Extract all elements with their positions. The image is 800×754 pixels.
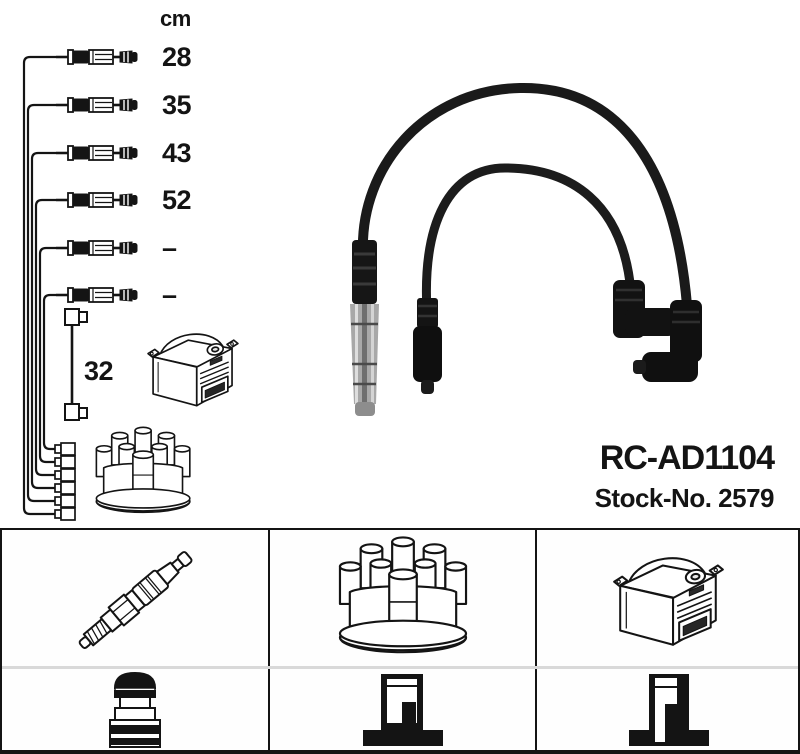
- cable-length-label: 43: [162, 137, 192, 168]
- component-legend-grid: [0, 528, 800, 754]
- distributor-terminals: [54, 442, 76, 521]
- cable-set-photo: [350, 82, 702, 416]
- cable-icons: [54, 48, 139, 304]
- legend-cell-din-connector-variant: [537, 669, 800, 750]
- grid-divider-vertical-1: [268, 530, 270, 750]
- product-code: RC-AD1104: [599, 439, 775, 477]
- terminal-nut-icon: [109, 671, 161, 748]
- legend-cell-terminal-nut: [2, 669, 268, 750]
- legend-cell-spark-plug: [2, 530, 268, 666]
- ignition-cable-outer: [357, 82, 692, 310]
- cable-length-label: –: [162, 279, 177, 310]
- legend-cell-ignition-coil: [537, 530, 800, 666]
- cable-length-label: 35: [162, 89, 192, 120]
- unit-header: cm: [160, 6, 191, 31]
- din-connector-section-icon: [362, 673, 443, 746]
- din-connector-section-variant-icon: [628, 673, 709, 746]
- coil-wire-length-label: 32: [84, 356, 114, 386]
- right-angle-boot-lower: [633, 300, 702, 382]
- product-stock-number: Stock-No. 2579: [594, 483, 775, 513]
- cable-length-schematic: [22, 48, 239, 521]
- cable-length-label: 52: [162, 184, 192, 215]
- ignition-cable-inner: [421, 163, 636, 317]
- legend-cell-din-connector: [270, 669, 535, 750]
- spark-plug-icon: [72, 545, 198, 656]
- ignition-coil-icon: [612, 557, 724, 646]
- grid-divider-horizontal: [2, 666, 798, 669]
- cylindrical-boot: [413, 298, 442, 394]
- cable-length-label: 28: [162, 41, 192, 72]
- straight-metal-boot: [350, 240, 379, 416]
- cable-length-label: –: [162, 232, 177, 263]
- legend-cell-distributor-cap: [270, 530, 535, 666]
- distributor-cap-icon: [95, 426, 191, 514]
- distributor-cap-icon: [338, 536, 467, 654]
- grid-divider-vertical-2: [535, 530, 537, 750]
- coil-wire-icon: [64, 308, 88, 421]
- harness-bracket-lines: [22, 55, 68, 516]
- ignition-coil-icon: [147, 333, 239, 407]
